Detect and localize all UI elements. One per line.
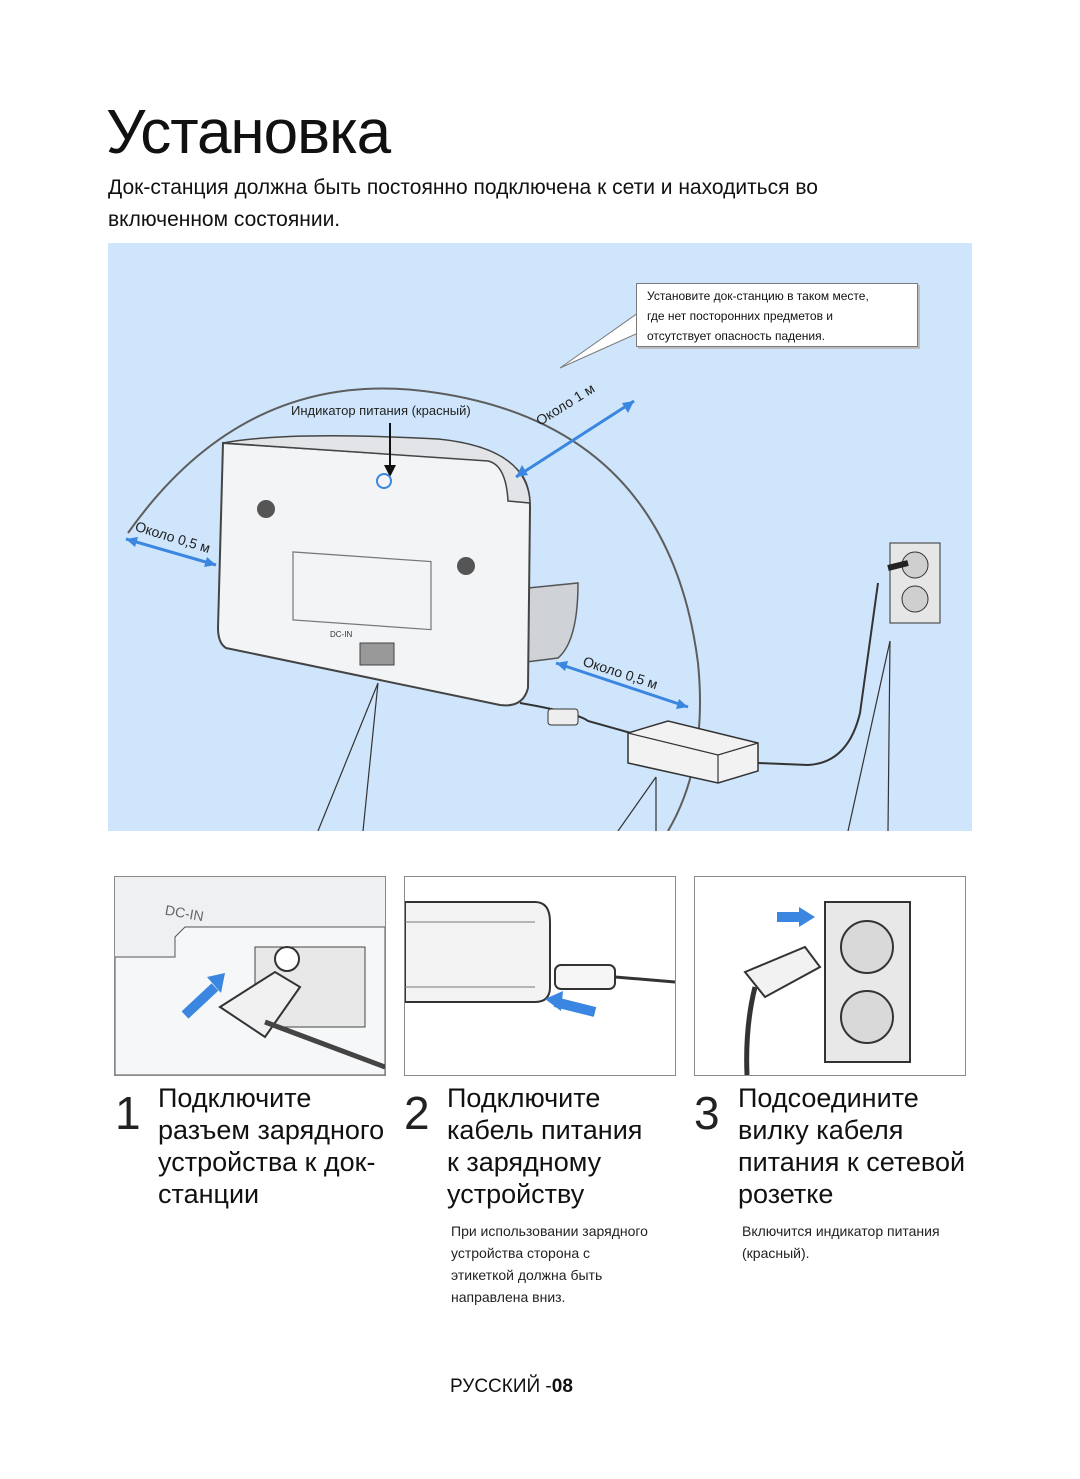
step-number: 1 bbox=[115, 1087, 141, 1139]
step-3-text: Подсоедините вилку кабеля питания к сете… bbox=[738, 1082, 988, 1210]
step-line: кабель питания bbox=[447, 1115, 643, 1145]
step-2-text: Подключите кабель питания к зарядному ус… bbox=[447, 1082, 697, 1210]
note-line: Включится индикатор питания bbox=[742, 1223, 940, 1239]
callout-line: где нет посторонних предметов и bbox=[647, 309, 833, 323]
dock-station: DC-IN bbox=[216, 435, 579, 707]
step-number: 3 bbox=[694, 1087, 720, 1139]
placement-callout: Установите док-станцию в таком месте, гд… bbox=[636, 283, 918, 347]
callout-line: Установите док-станцию в таком месте, bbox=[647, 289, 869, 303]
ac-cable bbox=[757, 582, 879, 767]
power-adapter bbox=[627, 720, 759, 784]
indicator-light-icon bbox=[376, 473, 392, 489]
step-line: станции bbox=[158, 1179, 260, 1209]
ferrite-core bbox=[547, 708, 579, 726]
step-2-note: При использовании зарядного устройства с… bbox=[451, 1220, 691, 1308]
step-line: вилку кабеля bbox=[738, 1115, 904, 1145]
step-line: к зарядному bbox=[447, 1147, 602, 1177]
page-footer: РУССКИЙ -08 bbox=[450, 1376, 573, 1398]
port-label: DC-IN bbox=[330, 630, 352, 639]
note-line: При использовании зарядного bbox=[451, 1223, 648, 1239]
distance-arrow-right bbox=[555, 661, 689, 709]
distance-arrow-top bbox=[515, 399, 635, 479]
intro-text: Док-станция должна быть постоянно подклю… bbox=[108, 172, 1008, 236]
note-line: направлена вниз. bbox=[451, 1289, 566, 1305]
intro-line: включенном состоянии. bbox=[108, 208, 341, 231]
step-line: Подключите bbox=[158, 1083, 312, 1113]
detail-panel-outlet bbox=[694, 876, 966, 1076]
wall-outlet bbox=[887, 542, 941, 624]
step-number: 2 bbox=[404, 1087, 430, 1139]
callout-pointer bbox=[559, 312, 639, 369]
detail-panel-adapter bbox=[404, 876, 676, 1076]
note-line: этикеткой должна быть bbox=[451, 1267, 603, 1283]
callout-line: отсутствует опасность падения. bbox=[647, 329, 825, 343]
step-line: питания к сетевой bbox=[738, 1147, 966, 1177]
step-1-text: Подключите разъем зарядного устройства к… bbox=[158, 1082, 408, 1210]
page-number: 08 bbox=[551, 1376, 573, 1397]
step-line: устройству bbox=[447, 1179, 585, 1209]
step-3-note: Включится индикатор питания (красный). bbox=[742, 1220, 982, 1264]
dc-cable bbox=[519, 702, 639, 736]
distance-arrow-left bbox=[125, 537, 217, 567]
intro-line: Док-станция должна быть постоянно подклю… bbox=[108, 176, 818, 199]
step-line: устройства к док- bbox=[158, 1147, 376, 1177]
note-line: устройства сторона с bbox=[451, 1245, 591, 1261]
indicator-label: Индикатор питания (красный) bbox=[291, 403, 471, 418]
step-line: разъем зарядного bbox=[158, 1115, 385, 1145]
page-title: Установка bbox=[106, 98, 391, 167]
step-line: Подсоедините bbox=[738, 1083, 919, 1113]
detail-panel-dc-in: DC-IN bbox=[114, 876, 386, 1076]
adapter-cable-illustration bbox=[405, 901, 675, 1017]
wall-socket-illustration bbox=[743, 901, 911, 1075]
note-line: (красный). bbox=[742, 1245, 810, 1261]
dock-station-illustration: DC-IN bbox=[125, 312, 941, 831]
footer-language: РУССКИЙ - bbox=[450, 1376, 552, 1397]
step-line: розетке bbox=[738, 1179, 834, 1209]
dc-in-connector-illustration bbox=[115, 877, 385, 1075]
step-line: Подключите bbox=[447, 1083, 601, 1113]
